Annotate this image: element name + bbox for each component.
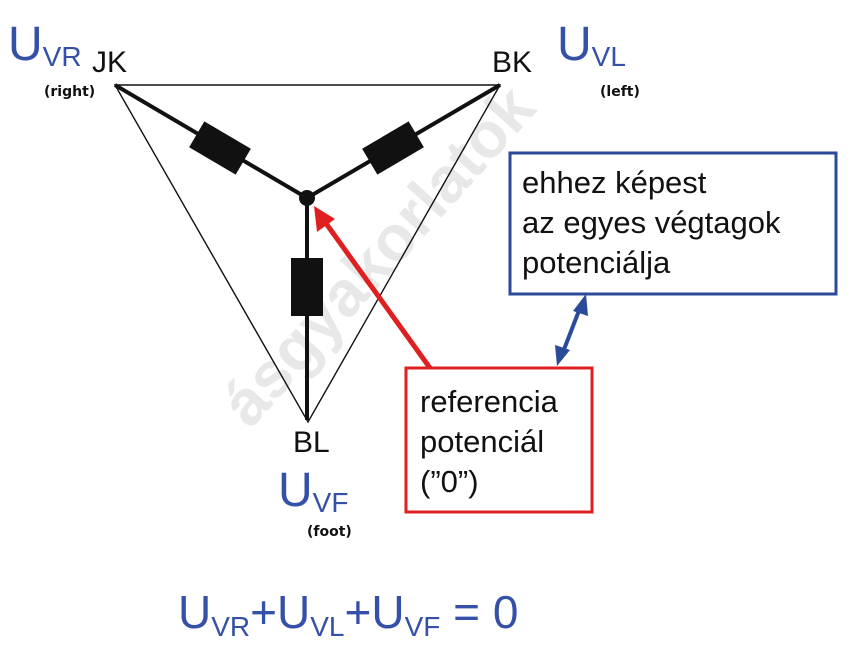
potential-vr-note: (right) (44, 84, 95, 100)
central-terminal-node (299, 190, 315, 206)
limb-box-line3: potenciálja (522, 245, 671, 280)
limb-potential-box (508, 151, 838, 296)
node-label-bl: BL (293, 426, 330, 459)
equation-plus1: + (250, 586, 277, 638)
potential-label-vr: UVR (right) (8, 18, 95, 100)
equation-u3: U (371, 586, 404, 638)
potential-vf-u: U (278, 464, 313, 517)
limb-double-arrow-head-top (573, 294, 588, 316)
equation-u1: U (178, 586, 211, 638)
reference-box-line1: referencia (420, 384, 559, 419)
equation-sub2: VL (310, 611, 344, 642)
limb-lead-triangle (113, 84, 502, 424)
potential-label-vl: UVL (left) (557, 18, 640, 100)
limb-double-arrow-line (561, 307, 582, 353)
node-label-bk: BK (492, 46, 532, 79)
kirchhoff-equation: UVR+UVL+UVF = 0 (178, 586, 518, 642)
limb-box-line2: az egyes végtagok (522, 205, 781, 240)
potential-vr-u: U (8, 18, 43, 71)
equation-rhs: = 0 (440, 586, 518, 638)
equation-plus2: + (345, 586, 372, 638)
limb-double-arrow-head-bottom (555, 345, 570, 366)
potential-label-vf: UVF (foot) (278, 464, 352, 540)
equation-sub1: VR (211, 611, 250, 642)
node-label-jk: JK (92, 46, 127, 79)
potential-vf-sub: VF (313, 487, 349, 518)
potential-vl-note: (left) (600, 84, 640, 100)
potential-vf-note: (foot) (307, 524, 352, 540)
reference-arrow-head (314, 206, 335, 232)
potential-vr-sub: VR (43, 41, 82, 72)
limb-box-line1: ehhez képest (522, 165, 707, 200)
resistor-right-arm (189, 121, 251, 175)
reference-box-line3: (”0”) (420, 464, 479, 499)
svg-text:UVF: UVF (278, 464, 348, 518)
svg-text:UVL: UVL (557, 18, 626, 72)
equation-u2: U (277, 586, 310, 638)
potential-vl-sub: VL (592, 41, 626, 72)
potential-vl-u: U (557, 18, 592, 71)
reference-box-line2: potenciál (420, 424, 544, 459)
reference-box (404, 366, 594, 514)
svg-text:UVR: UVR (8, 18, 82, 72)
equation-sub3: VF (405, 611, 441, 642)
reference-arrow-line (322, 220, 433, 370)
resistor-left-arm (362, 121, 424, 175)
resistor-foot (291, 258, 323, 316)
